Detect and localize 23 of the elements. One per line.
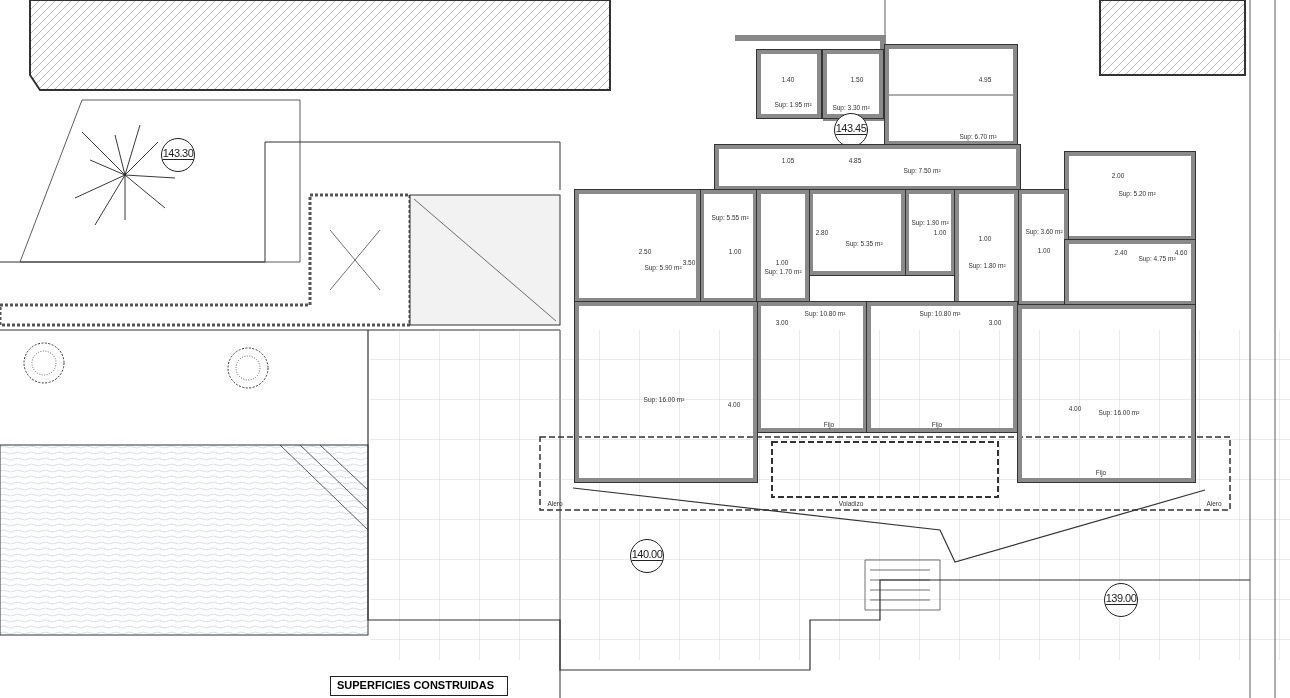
room-outline: [1065, 240, 1195, 305]
room-outline: [757, 190, 809, 302]
level-value: 143.45: [835, 123, 867, 135]
room-outline: [575, 302, 757, 482]
level-value: 140.00: [631, 549, 663, 561]
room-outline: [715, 145, 1020, 190]
room-outline: [575, 190, 700, 302]
room-outline: [700, 190, 757, 302]
room-outline: [1018, 190, 1068, 305]
room-outline: [955, 190, 1018, 305]
room-outline: [905, 190, 955, 275]
room-outline: [1065, 152, 1195, 240]
room-outline: [809, 190, 905, 275]
room-outline: [757, 302, 867, 432]
room-outline: [757, 50, 821, 118]
level-marker: [161, 138, 195, 172]
room-outline: [823, 50, 883, 118]
level-value: 143.30: [162, 148, 194, 160]
room-outline: [885, 45, 1017, 145]
room-outline: [867, 302, 1017, 432]
room-outline: [1018, 305, 1195, 482]
table-header: SUPERFICIES CONSTRUIDAS: [330, 676, 508, 696]
level-value: 139.00: [1105, 593, 1137, 605]
